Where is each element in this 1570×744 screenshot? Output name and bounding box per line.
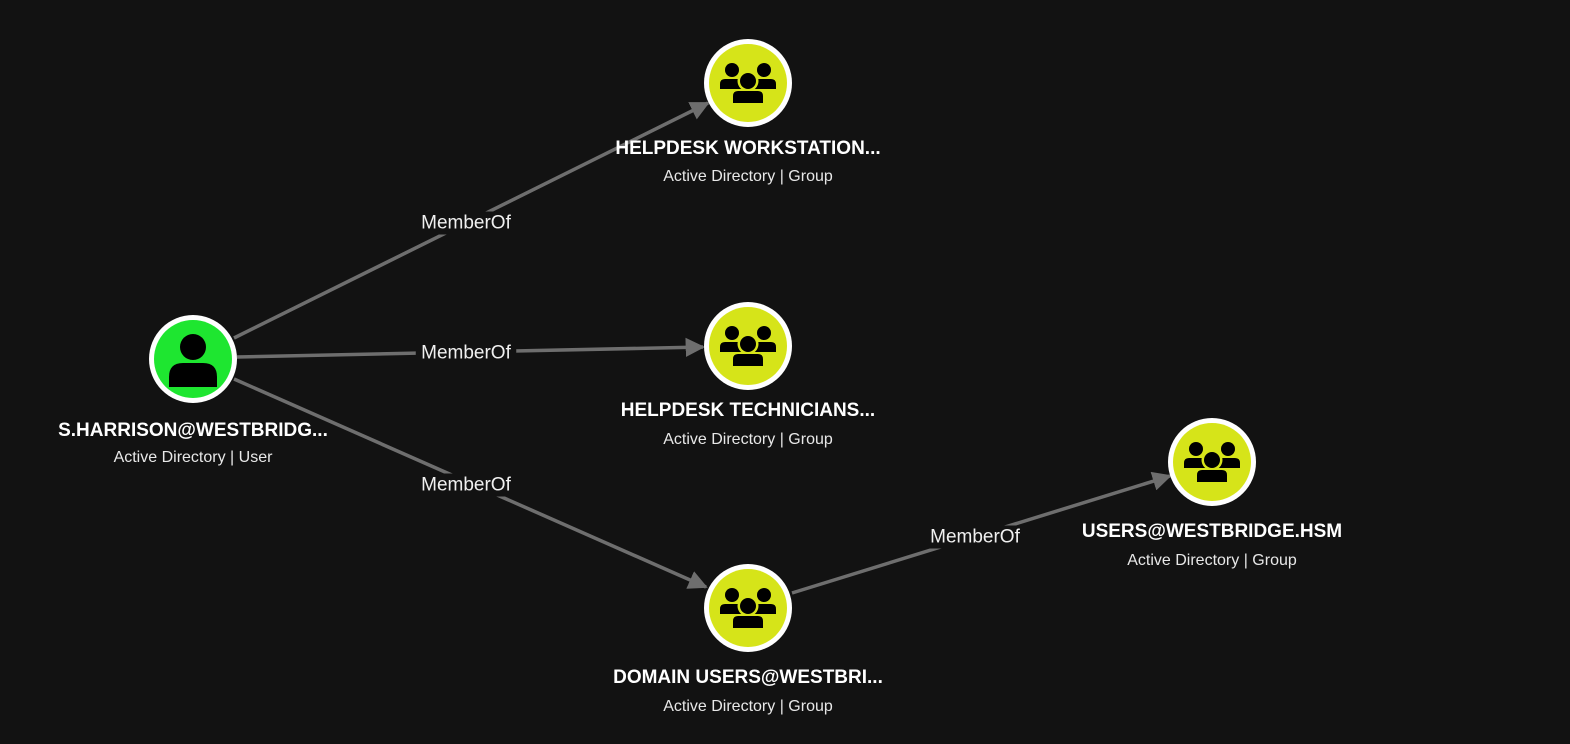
group-icon [1184, 442, 1240, 487]
node-name: HELPDESK WORKSTATION... [615, 138, 880, 159]
node-group-helpdesk-technicians[interactable]: HELPDESK TECHNICIANS... Active Directory… [621, 302, 875, 448]
node-subtitle: Active Directory | Group [663, 431, 833, 448]
edge-domain-users-to-users[interactable]: MemberOf [791, 471, 1172, 595]
edge-label: MemberOf [421, 343, 511, 364]
node-subtitle: Active Directory | User [114, 449, 274, 466]
node-group-domain-users[interactable]: DOMAIN USERS@WESTBRI... Active Directory… [613, 564, 883, 715]
edge-label: MemberOf [930, 527, 1020, 548]
node-name: USERS@WESTBRIDGE.HSM [1082, 521, 1342, 542]
user-icon [169, 334, 217, 387]
edge-label-background [415, 341, 517, 365]
edge-label-background [415, 473, 517, 497]
edge-layer: MemberOf MemberOf MemberOf MemberOf [233, 101, 1172, 595]
edge-user-to-helpdesk-technicians[interactable]: MemberOf [236, 337, 705, 365]
edge-label-background [415, 211, 517, 235]
node-user-s-harrison[interactable]: S.HARRISON@WESTBRIDG... Active Directory… [58, 315, 328, 466]
group-icon [720, 326, 776, 371]
node-name: S.HARRISON@WESTBRIDG... [58, 420, 328, 441]
edge-label-background [924, 525, 1026, 549]
edge-label: MemberOf [421, 475, 511, 496]
edge-user-to-domain-users[interactable]: MemberOf [233, 377, 708, 589]
group-icon [720, 63, 776, 108]
group-icon [720, 588, 776, 633]
node-subtitle: Active Directory | Group [663, 168, 833, 185]
edge-user-to-helpdesk-workstation[interactable]: MemberOf [233, 101, 710, 340]
node-name: HELPDESK TECHNICIANS... [621, 400, 875, 421]
edge-label: MemberOf [421, 213, 511, 234]
node-group-helpdesk-workstation[interactable]: HELPDESK WORKSTATION... Active Directory… [615, 39, 881, 185]
node-layer: S.HARRISON@WESTBRIDG... Active Directory… [58, 39, 1342, 715]
node-subtitle: Active Directory | Group [663, 698, 833, 715]
node-name: DOMAIN USERS@WESTBRI... [613, 667, 883, 688]
node-group-users-westbridge[interactable]: USERS@WESTBRIDGE.HSM Active Directory | … [1082, 418, 1342, 569]
node-subtitle: Active Directory | Group [1127, 552, 1297, 569]
